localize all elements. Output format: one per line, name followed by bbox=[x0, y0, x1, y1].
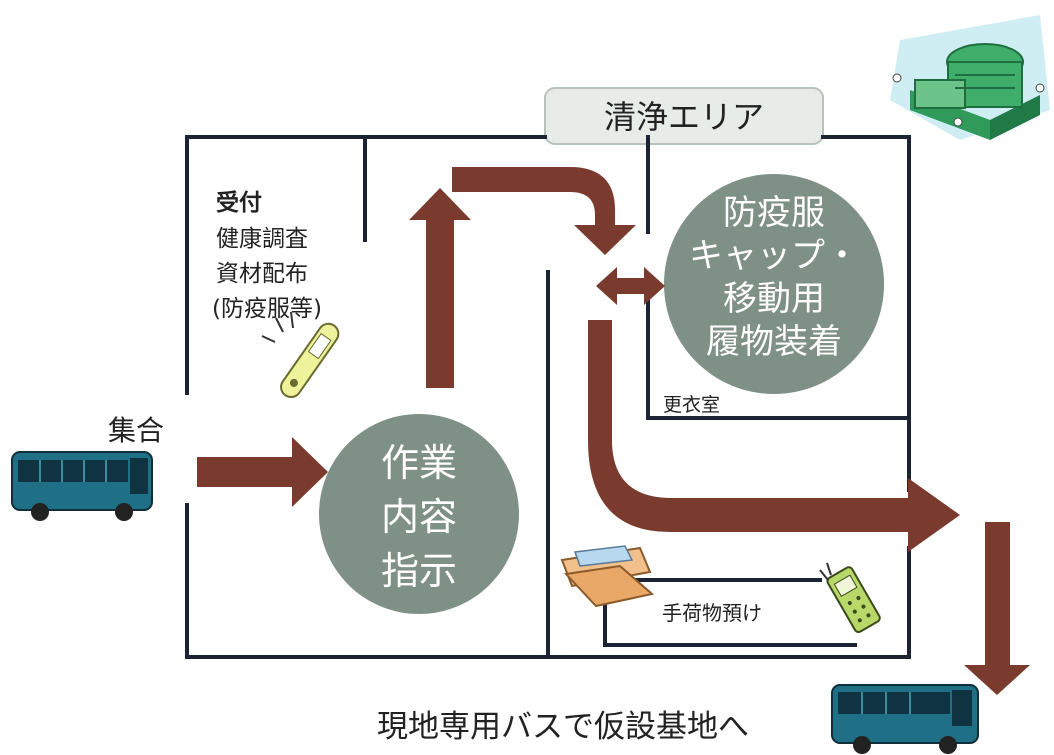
protective-line-4: 履物装着 bbox=[706, 322, 842, 362]
clean-area-label-box: 清浄エリア bbox=[544, 87, 824, 145]
instruction-line-2: 内容 bbox=[381, 495, 457, 539]
bus-icon bbox=[831, 684, 979, 754]
baggage-storage-label: 手荷物預け bbox=[662, 601, 762, 625]
gathering-label: 集合 bbox=[108, 414, 164, 447]
arrow-entry bbox=[197, 437, 328, 507]
arrow-exit-down bbox=[964, 522, 1030, 695]
protective-line-1: 防疫服 bbox=[723, 193, 825, 233]
mobile-phone-icon bbox=[819, 562, 881, 634]
wallet-icon bbox=[560, 545, 655, 608]
clean-area-label: 清浄エリア bbox=[604, 98, 764, 136]
bus-caption: 現地専用バスで仮設基地へ bbox=[377, 709, 749, 745]
instruction-line-1: 作業 bbox=[381, 441, 457, 485]
building-icon bbox=[890, 15, 1050, 140]
reception-line-2: 健康調査 bbox=[216, 226, 308, 252]
instruction-line-3: 指示 bbox=[381, 549, 457, 593]
reception-line-4: (防疫服等) bbox=[212, 296, 322, 322]
changing-room-label: 更衣室 bbox=[663, 394, 720, 416]
flow-arrows bbox=[197, 167, 1030, 695]
arrow-turn-down bbox=[452, 167, 636, 255]
arrow-exit-curve bbox=[588, 320, 960, 552]
thermometer-icon bbox=[261, 311, 340, 399]
reception-line-3: 資材配布 bbox=[216, 261, 308, 287]
arrow-double bbox=[596, 267, 665, 305]
instruction-circle: 作業 内容 指示 bbox=[319, 414, 519, 614]
protective-line-2: キャップ・ bbox=[689, 236, 859, 276]
protective-gear-circle: 防疫服 キャップ・ 移動用 履物装着 bbox=[664, 174, 884, 394]
bus-icon bbox=[11, 451, 153, 521]
arrow-up bbox=[409, 188, 471, 388]
protective-line-3: 移動用 bbox=[723, 279, 825, 319]
reception-line-1: 受付 bbox=[216, 189, 262, 216]
reception-label: 受付 健康調査 資材配布 (防疫服等) bbox=[212, 189, 322, 322]
